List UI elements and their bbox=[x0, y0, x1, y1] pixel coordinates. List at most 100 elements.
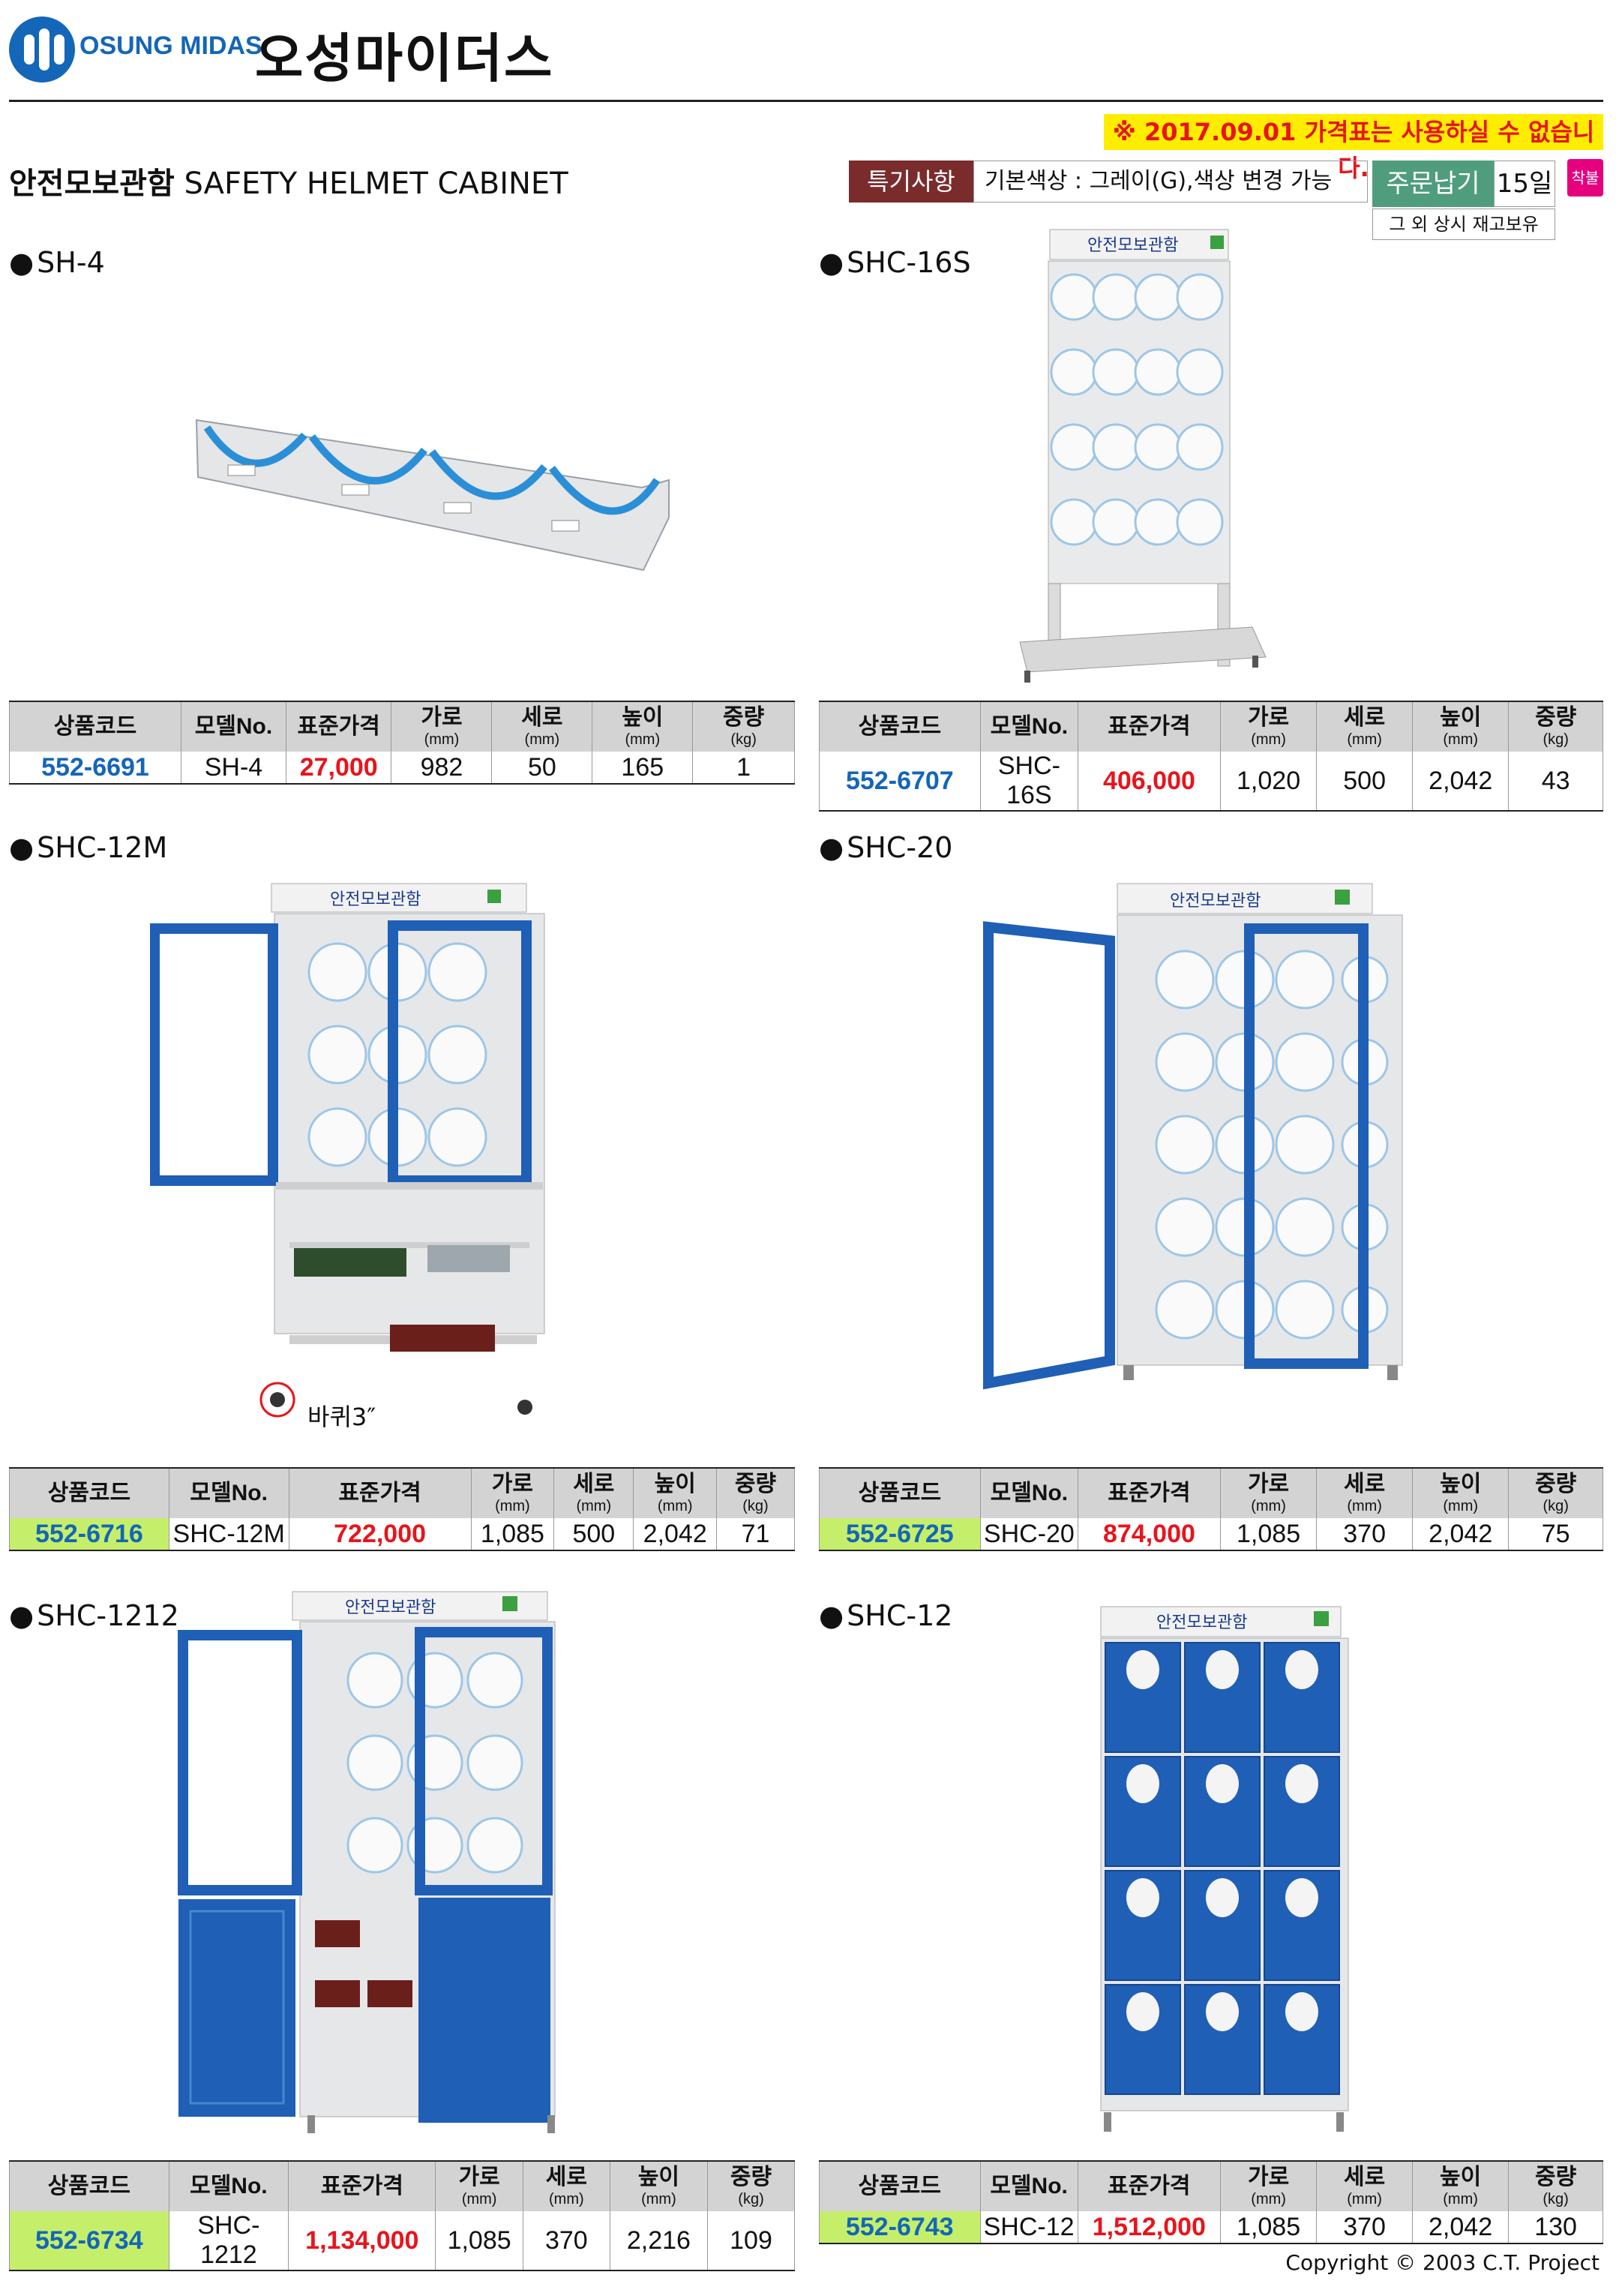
model-title-shc-12: SHC-12 bbox=[819, 1599, 952, 1632]
price: 722,000 bbox=[288, 1518, 472, 1551]
col-model: 모델No. bbox=[168, 2160, 289, 2211]
product-code: 552-6691 bbox=[9, 752, 181, 785]
width: 982 bbox=[391, 752, 493, 785]
model-no: SHC-1212 bbox=[168, 2211, 289, 2271]
copyright-text: Copyright © 2003 C.T. Project bbox=[1285, 2250, 1600, 2275]
col-code: 상품코드 bbox=[9, 1467, 169, 1518]
col-depth: 세로(mm) bbox=[522, 2160, 610, 2211]
depth: 50 bbox=[491, 752, 593, 785]
price: 1,512,000 bbox=[1077, 2211, 1221, 2244]
height: 2,042 bbox=[1412, 752, 1510, 812]
col-weight: 중량(kg) bbox=[716, 1467, 795, 1518]
price: 27,000 bbox=[285, 752, 392, 785]
cash-on-delivery-badge: 착불 bbox=[1567, 159, 1603, 197]
product-code: 552-6743 bbox=[819, 2211, 981, 2244]
page-title: 안전모보관함 SAFETY HELMET CABINET bbox=[9, 159, 568, 203]
order-lead-time-label: 주문납기 bbox=[1372, 161, 1494, 207]
svg-text:안전모보관함: 안전모보관함 bbox=[330, 890, 421, 909]
col-depth: 세로(mm) bbox=[491, 701, 593, 752]
col-price: 표준가격 bbox=[285, 701, 392, 752]
weight: 130 bbox=[1508, 2211, 1603, 2244]
shc-20-cabinet-image: 안전모보관함 bbox=[983, 883, 1403, 1390]
col-width: 가로(mm) bbox=[1219, 701, 1318, 752]
model-no: SHC-20 bbox=[979, 1518, 1078, 1551]
depth: 370 bbox=[1316, 1518, 1414, 1551]
brand-name-en: OSUNG MIDAS bbox=[79, 32, 262, 60]
model-no: SHC-16S bbox=[979, 752, 1078, 812]
col-height: 높이(mm) bbox=[1412, 1467, 1510, 1518]
svg-text:안전모보관함: 안전모보관함 bbox=[1170, 892, 1261, 911]
col-code: 상품코드 bbox=[819, 1467, 981, 1518]
spec-table-shc-16s: 상품코드 모델No. 표준가격 가로(mm) 세로(mm) 높이(mm) 중량(… bbox=[819, 701, 1603, 812]
height: 2,042 bbox=[633, 1518, 717, 1551]
depth: 500 bbox=[553, 1518, 634, 1551]
width: 1,085 bbox=[470, 1518, 555, 1551]
col-weight: 중량(kg) bbox=[1508, 1467, 1603, 1518]
spec-table-header: 상품코드 모델No. 표준가격 가로(mm) 세로(mm) 높이(mm) 중량(… bbox=[819, 2160, 1603, 2211]
page-title-ko: 안전모보관함 bbox=[9, 167, 175, 201]
col-model: 모델No. bbox=[979, 701, 1078, 752]
weight: 71 bbox=[716, 1518, 795, 1551]
spec-table-header: 상품코드 모델No. 표준가격 가로(mm) 세로(mm) 높이(mm) 중량(… bbox=[9, 1467, 795, 1518]
cabinet-sign-text: 안전모보관함 bbox=[1087, 236, 1178, 255]
height: 2,042 bbox=[1412, 1518, 1510, 1551]
col-height: 높이(mm) bbox=[1411, 2160, 1510, 2211]
table-row: 552-6707 SHC-16S 406,000 1,020 500 2,042… bbox=[819, 752, 1603, 812]
col-weight: 중량(kg) bbox=[707, 2160, 795, 2211]
product-code: 552-6716 bbox=[9, 1518, 169, 1551]
col-model: 모델No. bbox=[168, 1467, 289, 1518]
osung-midas-logo-icon bbox=[9, 17, 75, 83]
sh-4-helmet-rack-image bbox=[195, 419, 670, 572]
col-width: 가로(mm) bbox=[391, 701, 493, 752]
price: 406,000 bbox=[1077, 752, 1221, 812]
model-title-shc-20: SHC-20 bbox=[819, 831, 952, 864]
price: 874,000 bbox=[1077, 1518, 1221, 1551]
model-no: SHC-12 bbox=[979, 2211, 1078, 2244]
spec-table-shc-20: 상품코드 모델No. 표준가격 가로(mm) 세로(mm) 높이(mm) 중량(… bbox=[819, 1467, 1603, 1551]
col-depth: 세로(mm) bbox=[1316, 2160, 1413, 2211]
col-height: 높이(mm) bbox=[1412, 701, 1510, 752]
order-stock-note: 그 외 상시 재고보유 bbox=[1372, 209, 1555, 240]
table-row: 552-6691 SH-4 27,000 982 50 165 1 bbox=[9, 752, 795, 785]
model-title-shc-12m: SHC-12M bbox=[9, 831, 167, 864]
model-title-shc-16s: SHC-16S bbox=[819, 246, 970, 279]
shc-12m-cabinet-image: 안전모보관함 bbox=[150, 883, 545, 1418]
width: 1,085 bbox=[1219, 2211, 1318, 2244]
col-depth: 세로(mm) bbox=[553, 1467, 634, 1518]
header-divider bbox=[9, 100, 1603, 102]
col-code: 상품코드 bbox=[819, 701, 981, 752]
height: 2,042 bbox=[1411, 2211, 1510, 2244]
col-code: 상품코드 bbox=[9, 701, 181, 752]
model-title-sh-4: SH-4 bbox=[9, 246, 105, 279]
col-weight: 중량(kg) bbox=[1508, 2160, 1603, 2211]
order-lead-time-value: 15일 bbox=[1494, 161, 1555, 207]
shc-1212-cabinet-image: 안전모보관함 bbox=[178, 1591, 556, 2133]
wheel-callout-label: 바퀴3″ bbox=[307, 1403, 376, 1431]
col-height: 높이(mm) bbox=[633, 1467, 717, 1518]
model-no: SHC-12M bbox=[168, 1518, 289, 1551]
svg-text:안전모보관함: 안전모보관함 bbox=[1156, 1613, 1247, 1632]
shc-16s-open-stand-image: 안전모보관함 bbox=[1019, 229, 1267, 683]
col-width: 가로(mm) bbox=[470, 1467, 555, 1518]
depth: 370 bbox=[522, 2211, 610, 2271]
width: 1,085 bbox=[435, 2211, 523, 2271]
col-price: 표준가격 bbox=[1077, 1467, 1221, 1518]
width: 1,085 bbox=[1219, 1518, 1318, 1551]
table-row: 552-6743 SHC-12 1,512,000 1,085 370 2,04… bbox=[819, 2211, 1603, 2244]
spec-table-header: 상품코드 모델No. 표준가격 가로(mm) 세로(mm) 높이(mm) 중량(… bbox=[9, 2160, 795, 2211]
col-depth: 세로(mm) bbox=[1316, 1467, 1414, 1518]
spec-table-sh-4: 상품코드 모델No. 표준가격 가로(mm) 세로(mm) 높이(mm) 중량(… bbox=[9, 701, 795, 785]
weight: 43 bbox=[1508, 752, 1603, 812]
col-depth: 세로(mm) bbox=[1316, 701, 1414, 752]
model-title-shc-1212: SHC-1212 bbox=[9, 1599, 179, 1632]
spec-table-header: 상품코드 모델No. 표준가격 가로(mm) 세로(mm) 높이(mm) 중량(… bbox=[9, 701, 795, 752]
col-height: 높이(mm) bbox=[609, 2160, 709, 2211]
col-width: 가로(mm) bbox=[1219, 1467, 1318, 1518]
table-row: 552-6725 SHC-20 874,000 1,085 370 2,042 … bbox=[819, 1518, 1603, 1551]
model-no: SH-4 bbox=[180, 752, 286, 785]
price: 1,134,000 bbox=[288, 2211, 436, 2271]
col-width: 가로(mm) bbox=[1219, 2160, 1318, 2211]
height: 2,216 bbox=[609, 2211, 709, 2271]
spec-table-header: 상품코드 모델No. 표준가격 가로(mm) 세로(mm) 높이(mm) 중량(… bbox=[819, 701, 1603, 752]
col-code: 상품코드 bbox=[9, 2160, 169, 2211]
